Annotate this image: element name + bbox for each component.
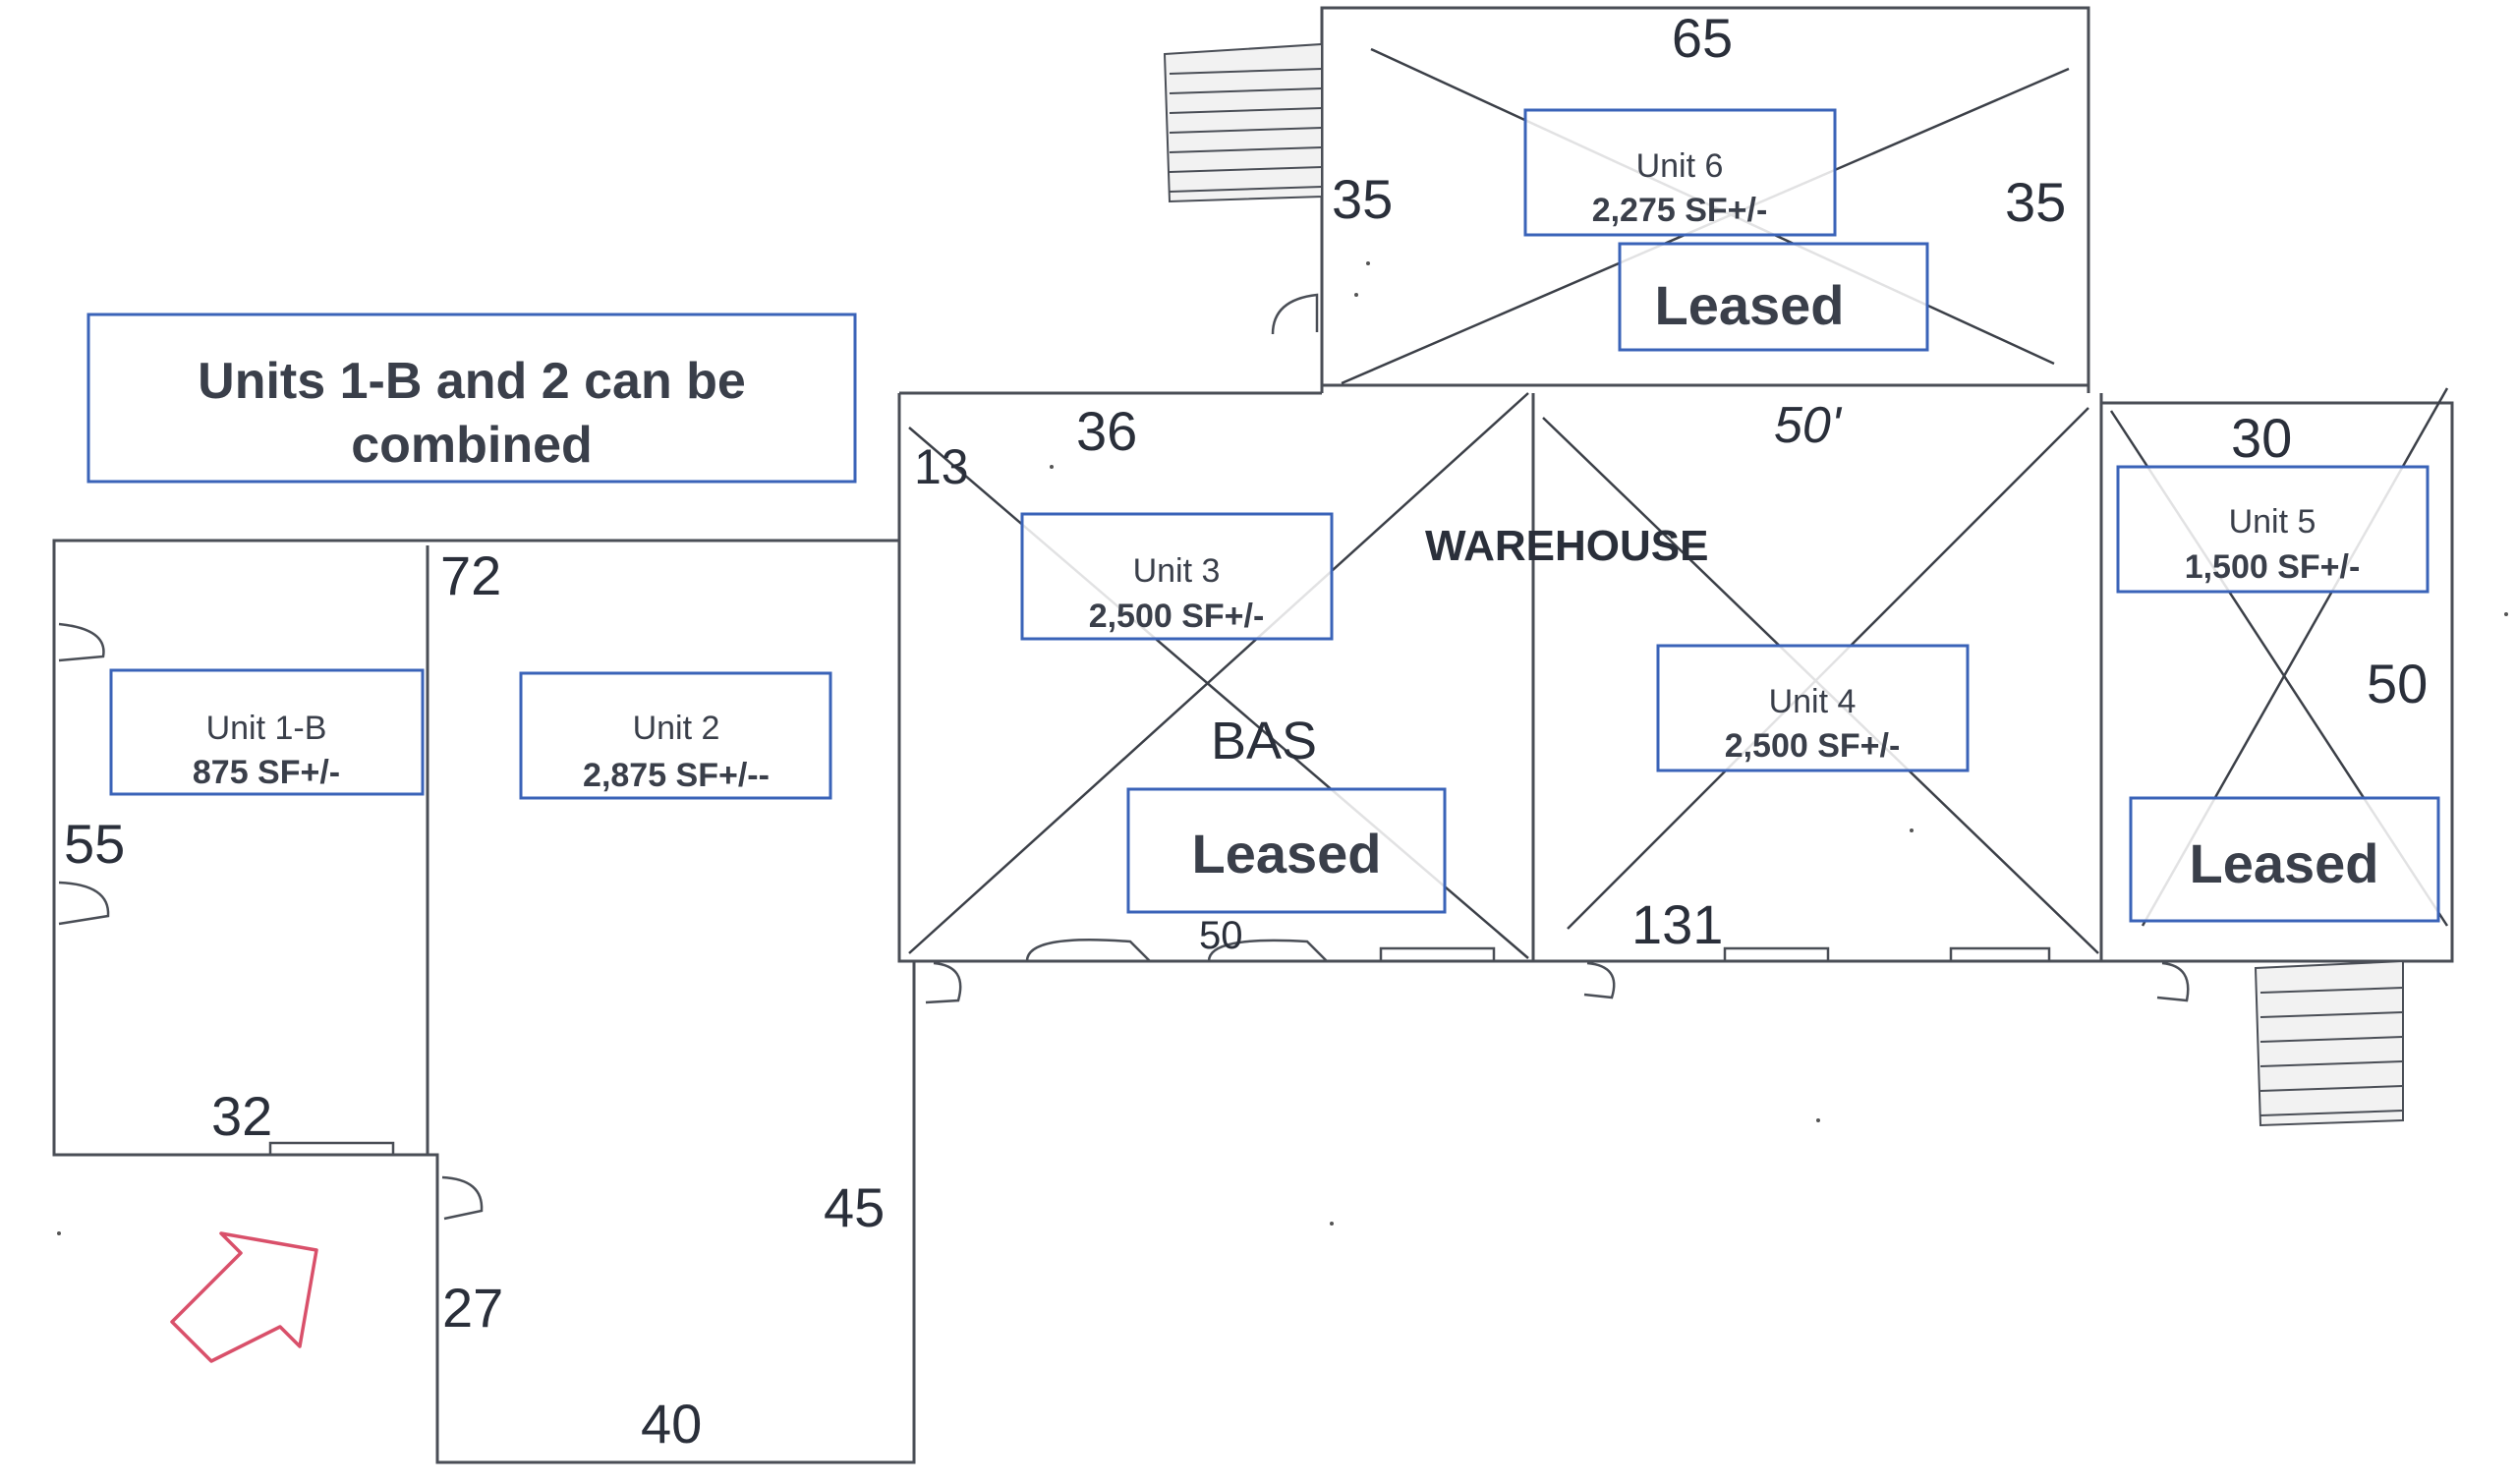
unit-6-label: Unit 6 2,275 SF+/- <box>1523 108 1837 237</box>
dim-unit6-left: 35 <box>1332 168 1393 230</box>
combine-note: Units 1-B and 2 can be combined <box>86 313 857 484</box>
dim-32: 32 <box>211 1085 272 1147</box>
dim-40: 40 <box>641 1393 702 1455</box>
unit-1b-label: Unit 1-B 875 SF+/- <box>109 668 425 796</box>
dim-131: 131 <box>1631 893 1723 955</box>
unit-5-leased-tag: Leased <box>2129 796 2440 923</box>
unit-3-status: Leased <box>1192 823 1382 885</box>
dim-27: 27 <box>442 1277 503 1339</box>
combine-note-line2: combined <box>351 417 593 474</box>
unit-3-label: Unit 3 2,500 SF+/- <box>1020 512 1334 641</box>
dim-45: 45 <box>824 1176 885 1238</box>
unit-3-area: 2,500 SF+/- <box>1089 598 1265 635</box>
stairs-top-icon <box>1163 42 1323 203</box>
dim-13: 13 <box>914 439 969 494</box>
unit-4-area: 2,500 SF+/- <box>1725 727 1901 765</box>
scan-specks <box>57 261 2508 1235</box>
door-icons <box>58 293 2190 1221</box>
unit-1b-name: Unit 1-B <box>206 710 327 747</box>
warehouse-label: WAREHOUSE <box>1425 522 1708 570</box>
dim-50-right: 50 <box>2367 653 2428 714</box>
dim-50-bottom: 50 <box>1199 914 1243 957</box>
unit-3-leased-tag: Leased <box>1126 787 1447 914</box>
unit-1b-area: 875 SF+/- <box>193 754 340 791</box>
dim-unit6-right: 35 <box>2005 171 2066 233</box>
dim-30: 30 <box>2231 407 2292 469</box>
unit-2-label: Unit 2 2,875 SF+/-- <box>519 671 832 800</box>
entrance-arrow-icon <box>170 1231 318 1363</box>
dim-55: 55 <box>64 813 125 875</box>
unit-2-area: 2,875 SF+/-- <box>583 757 770 794</box>
unit-2-name: Unit 2 <box>633 710 720 747</box>
unit-5-area: 1,500 SF+/- <box>2185 548 2361 586</box>
unit-6-status: Leased <box>1655 274 1845 336</box>
unit-4-name: Unit 4 <box>1769 683 1857 720</box>
unit-6-area: 2,275 SF+/- <box>1592 192 1768 229</box>
dim-72: 72 <box>440 544 501 606</box>
dimension-labels: 65 35 35 36 50' 30 13 72 55 50 32 45 27 … <box>64 7 2428 1455</box>
unit-3-name: Unit 3 <box>1133 552 1221 590</box>
unit-5-status: Leased <box>2190 832 2379 894</box>
unit-5-label: Unit 5 1,500 SF+/- <box>2116 465 2430 594</box>
building-walls <box>52 6 2454 1464</box>
unit-4-label: Unit 4 2,500 SF+/- <box>1656 644 1970 772</box>
dim-36: 36 <box>1076 400 1137 462</box>
dim-65: 65 <box>1672 7 1733 69</box>
unit-5-name: Unit 5 <box>2229 503 2316 541</box>
unit-6-leased-tag: Leased <box>1618 242 1929 352</box>
unit-6-name: Unit 6 <box>1636 147 1724 185</box>
bas-label: BAS <box>1211 712 1317 771</box>
dim-50-top: 50' <box>1774 397 1843 454</box>
stairs-bottom-icon <box>2254 959 2404 1127</box>
combine-note-line1: Units 1-B and 2 can be <box>198 353 746 410</box>
